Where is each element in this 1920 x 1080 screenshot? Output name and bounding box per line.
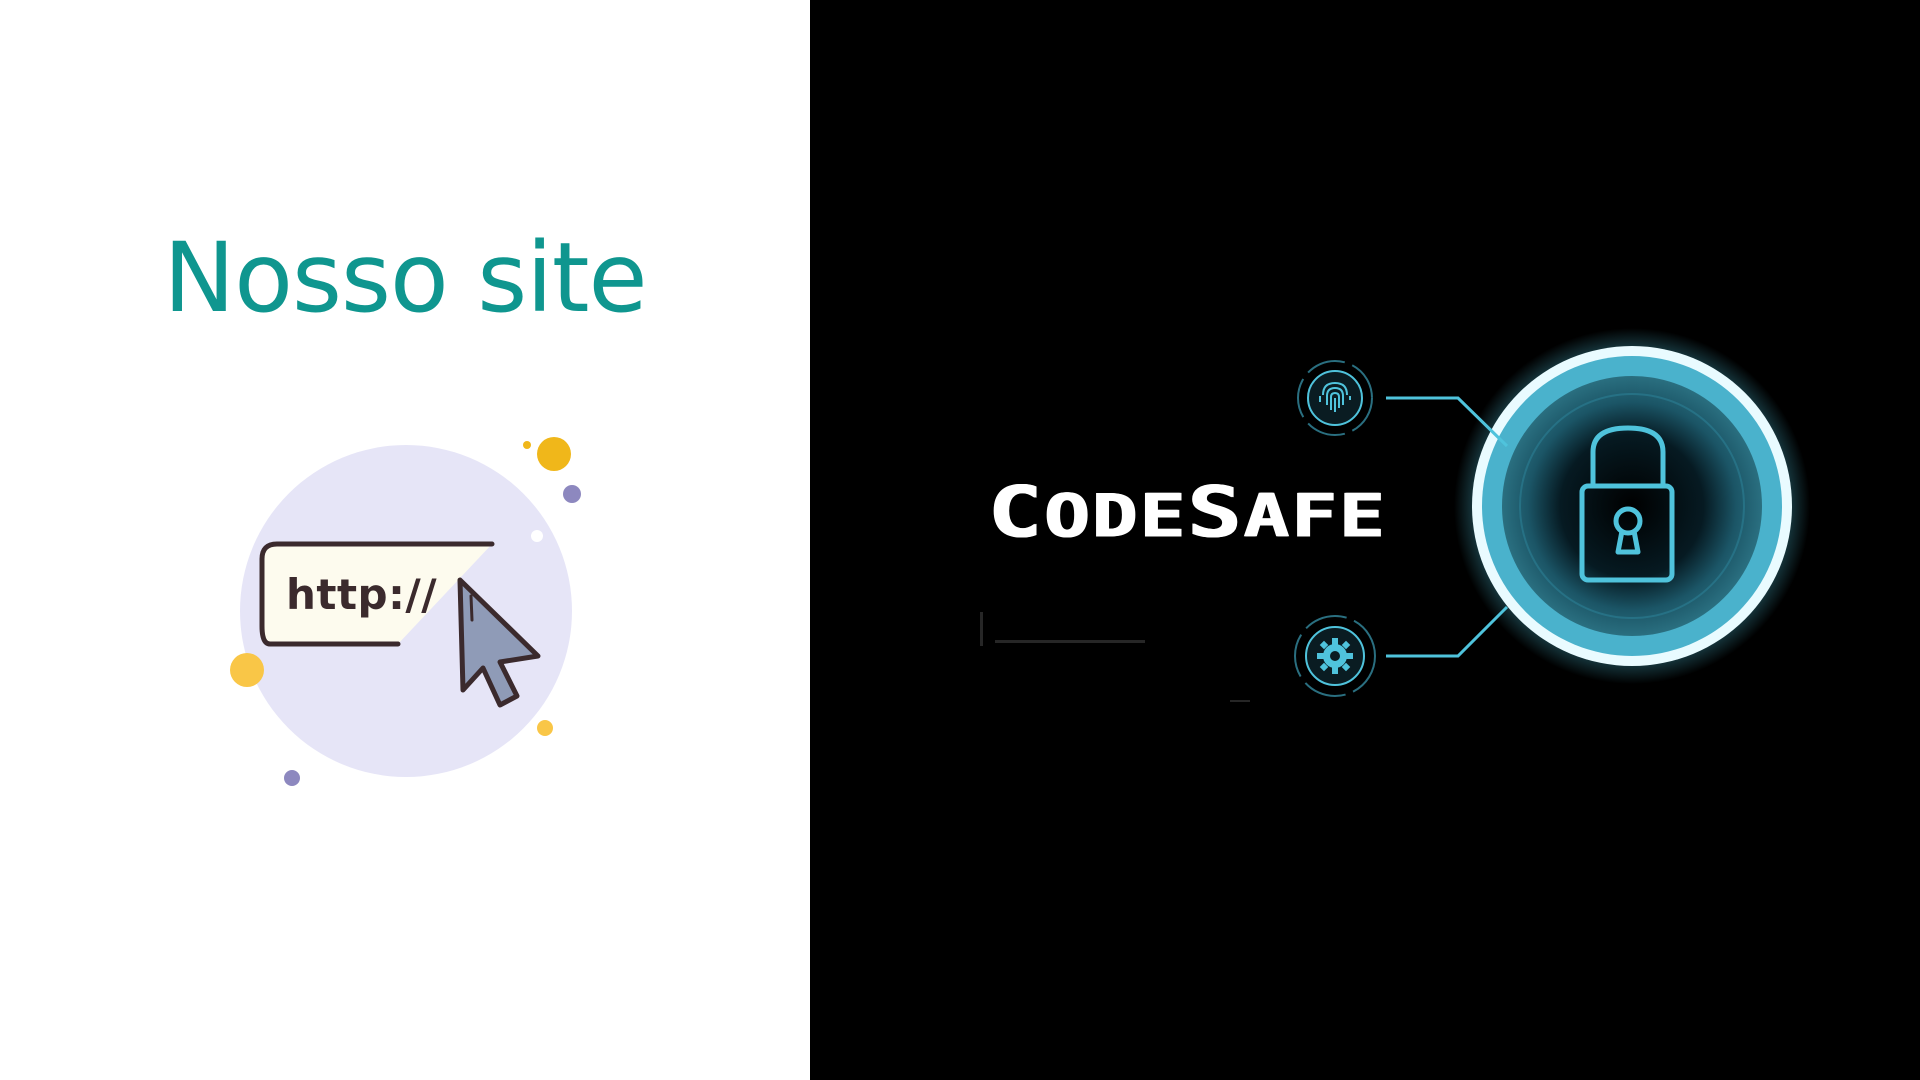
decor-dot — [523, 441, 531, 449]
decor-dot — [563, 485, 581, 503]
url-bar-icon — [259, 541, 495, 647]
decor-dot — [537, 720, 553, 736]
cursor-arrow-icon — [457, 577, 541, 708]
glitch-decoration — [980, 612, 1250, 702]
decor-dot — [531, 530, 543, 542]
decor-dot — [537, 437, 571, 471]
left-panel: Nosso site http:// — [0, 0, 810, 1080]
padlock-icon — [1579, 425, 1675, 583]
right-panel: CodeSafe — [810, 0, 1920, 1080]
decor-dot — [284, 770, 300, 786]
gear-icon — [1294, 615, 1376, 697]
lock-ring — [1454, 328, 1810, 684]
url-label: http:// — [286, 570, 438, 619]
fingerprint-icon — [1297, 360, 1373, 436]
page-title: Nosso site — [163, 222, 647, 334]
connector-lines — [1386, 396, 1509, 658]
website-illustration — [230, 437, 581, 786]
decor-dot — [230, 653, 264, 687]
codesafe-logo: CodeSafe — [988, 472, 1387, 554]
security-graphic — [980, 328, 1810, 702]
